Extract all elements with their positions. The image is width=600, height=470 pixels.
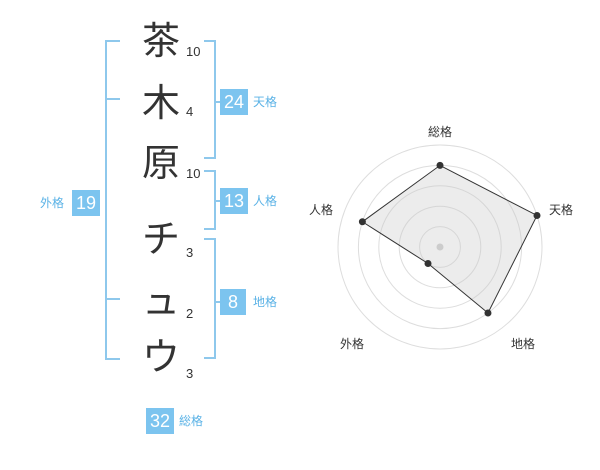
stroke-count-1: 10: [186, 44, 201, 59]
stroke-count-2: 4: [186, 104, 194, 119]
radar-point-2: [533, 211, 541, 219]
radar-axis-label-jinkaku: 人格: [309, 203, 334, 217]
radar-ring: [378, 185, 502, 309]
soukaku-label: 総格: [179, 414, 204, 428]
name-char-6: ウ: [141, 335, 180, 379]
jinkaku-badge: 13: [220, 188, 248, 214]
radar-ring: [398, 205, 482, 289]
stroke-count-3: 10: [186, 166, 201, 181]
radar-point-3: [484, 309, 492, 317]
name-char-2: 木: [141, 81, 180, 125]
gaikaku-badge: 19: [72, 190, 100, 216]
radar-point-1: [436, 161, 444, 169]
radar-center-dot: [436, 243, 444, 251]
chikaku-badge: 8: [220, 289, 246, 315]
radar-chart: [337, 144, 543, 350]
radar-axis-label-gaikaku: 外格: [340, 337, 365, 351]
gaikaku-label: 外格: [40, 196, 65, 210]
name-char-3: 原: [141, 141, 180, 185]
stroke-count-4: 3: [186, 245, 194, 260]
radar-point-4: [424, 260, 432, 268]
name-char-5: ュ: [141, 279, 180, 323]
radar-axis-label-chikaku: 地格: [511, 337, 536, 351]
radar-ring: [419, 226, 461, 268]
tenkaku-label: 天格: [253, 95, 278, 109]
radar-axis-label-soukaku: 総格: [428, 125, 453, 139]
tenkaku-badge: 24: [220, 89, 248, 115]
name-char-4: チ: [141, 217, 180, 261]
jinkaku-label: 人格: [253, 194, 278, 208]
radar-axis-label-tenkaku: 天格: [549, 203, 574, 217]
radar-ring: [337, 144, 543, 350]
stroke-count-6: 3: [186, 366, 194, 381]
radar-point-5: [358, 218, 366, 226]
stroke-count-5: 2: [186, 306, 194, 321]
chikaku-label: 地格: [253, 295, 278, 309]
radar-polygon: [361, 164, 538, 314]
soukaku-badge: 32: [146, 408, 174, 434]
name-char-1: 茶: [141, 19, 180, 63]
